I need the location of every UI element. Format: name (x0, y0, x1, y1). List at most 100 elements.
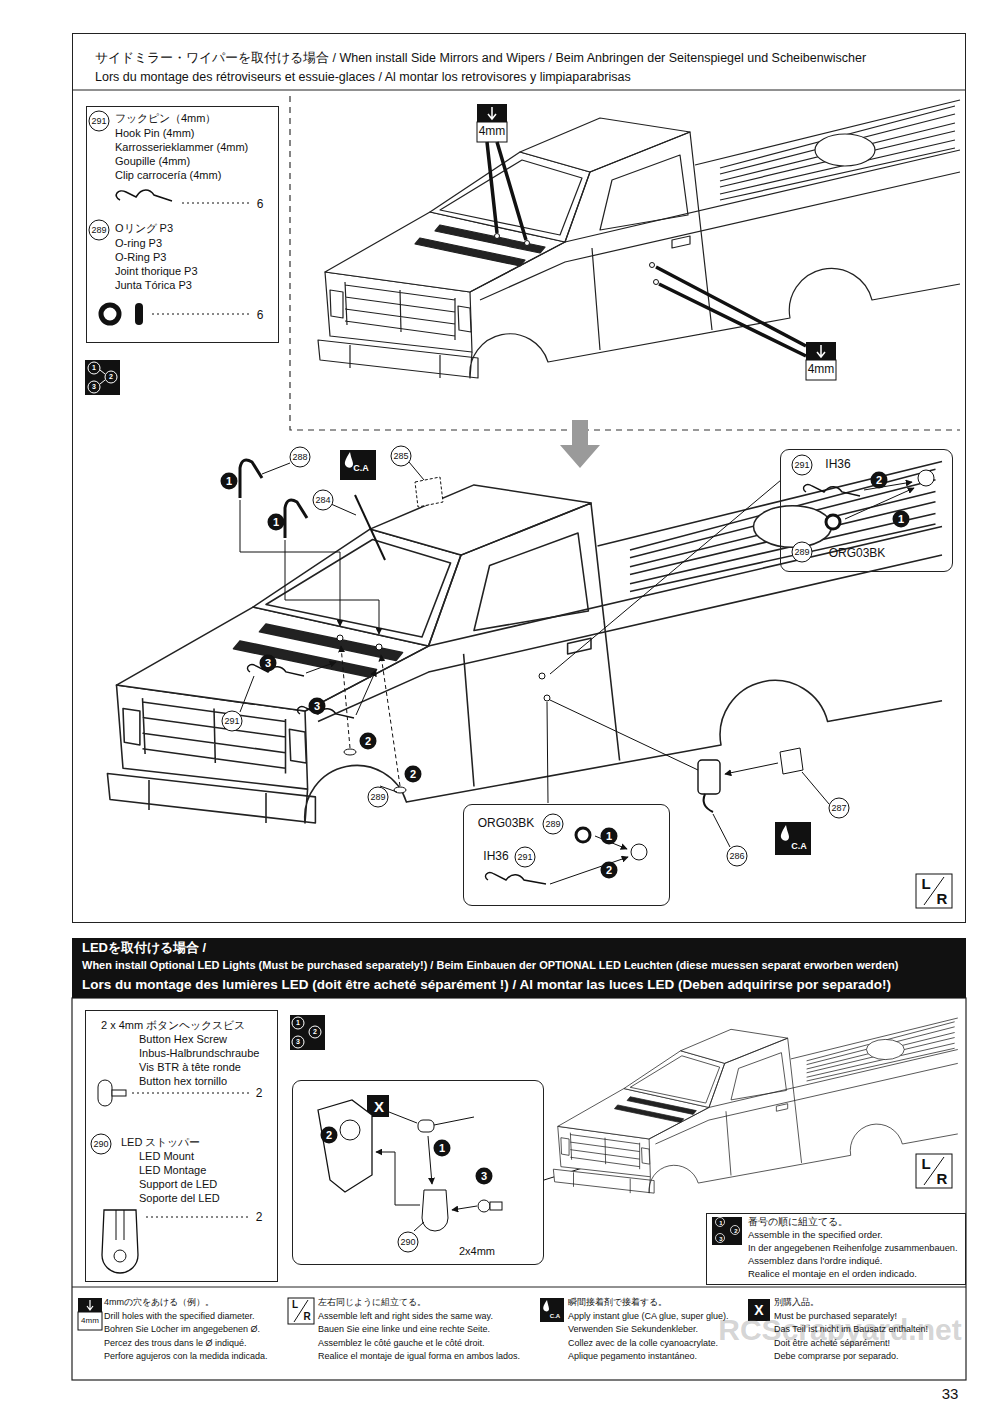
part-text: Oリング P3 (115, 222, 173, 235)
text-label: 4mm (808, 363, 835, 377)
icon-text: C.A (791, 841, 807, 851)
icon-text: C.A (353, 463, 369, 473)
callout-number: 289 (543, 814, 564, 835)
part-text: Goupille (4mm) (115, 155, 190, 168)
callout-number: 289 (368, 787, 389, 808)
icon-text: 2 (313, 1028, 317, 1036)
step-number: 1 (268, 514, 285, 531)
icon-text: 1 (719, 1220, 722, 1227)
icon-text: 1 (92, 364, 96, 372)
icon-text: C.A (550, 1313, 560, 1320)
text-label: 6 (257, 198, 264, 212)
step-number: 2 (360, 733, 377, 750)
icon-text: X (754, 1302, 763, 1318)
text-label: 33 (942, 1385, 959, 1402)
part-text: Button Hex Screw (139, 1033, 227, 1046)
part-text: LED Mount (139, 1150, 194, 1163)
part-text: Doit être acheté séparément! (774, 1338, 890, 1348)
parts-box: 2 x 4mm ボタンヘックスビスButton Hex ScrewInbus-H… (85, 1010, 278, 1282)
text-label: 2 (256, 1211, 263, 1225)
part-text: Drill holes with the specified diameter. (104, 1311, 255, 1321)
part-text: サイドミラー・ワイパーを取付ける場合 / When install Side M… (95, 51, 866, 65)
text-label: 6 (257, 309, 264, 323)
icon-text: 2 (734, 1228, 737, 1235)
part-text: Assemblez le côté gauche et le côté droi… (318, 1338, 485, 1348)
part-text: 左右同じように組立てる。 (318, 1297, 426, 1307)
band-heading: Lors du montage des lumières LED (doit ê… (82, 977, 891, 993)
part-text: Perfore agujeros con la medida indicada. (104, 1351, 268, 1361)
text-label: IH36 (825, 458, 850, 472)
part-text: Clip carrocería (4mm) (115, 169, 221, 182)
part-text: Button hex tornillo (139, 1075, 227, 1088)
step-number: 2 (871, 472, 888, 489)
text-label: IH36 (483, 850, 508, 864)
part-text: Hook Pin (4mm) (115, 127, 194, 140)
part-text: 4mmの穴をあける（例）。 (104, 1297, 214, 1307)
panel-frame: サイドミラー・ワイパーを取付ける場合 / When install Side M… (72, 33, 966, 923)
part-text: Realice el montaje de igual forma en amb… (318, 1351, 520, 1361)
part-text: 別購入品。 (774, 1297, 819, 1307)
lr-symbol-text: R (937, 1170, 948, 1187)
callout-number: 286 (727, 846, 748, 867)
callout-number: 291 (515, 847, 536, 868)
step-number: 2 (601, 862, 618, 879)
part-text: Junta Tórica P3 (115, 279, 192, 292)
callout-number: 284 (313, 490, 334, 511)
part-text: Karrosserieklammer (4mm) (115, 141, 248, 154)
step-number: 1 (221, 473, 238, 490)
callout-number: 285 (391, 446, 412, 467)
callout-number: 288 (290, 447, 311, 468)
callout-number: 287 (829, 798, 850, 819)
part-text: Joint thorique P3 (115, 265, 198, 278)
part-text: Percez des trous dans le Ø indiqué. (104, 1338, 247, 1348)
icon-text: 3 (719, 1236, 722, 1243)
part-text: O-Ring P3 (115, 251, 166, 264)
step-number: 2 (405, 766, 422, 783)
icon-text: 3 (296, 1038, 300, 1046)
part-text: Das Teil ist nicht im Bausatz enthalten! (774, 1324, 928, 1334)
part-text: Vis BTR à tête ronde (139, 1061, 241, 1074)
note-box: 1 2 3 番号の順に組立てる。 Assemble in the specified o… (706, 1213, 966, 1285)
callout-number: 289 (792, 542, 813, 563)
callout-number: 291 (89, 111, 110, 132)
part-text: Debe comprarse por separado. (774, 1351, 899, 1361)
lr-symbol-text: L (921, 875, 930, 892)
part-text: O-ring P3 (115, 237, 162, 250)
part-text: Assemble left and right sides the same w… (318, 1311, 493, 1321)
part-text: Assemblez dans l'ordre indiqué. (748, 1256, 882, 1267)
part-text: Lors du montage des rétroviseurs et essu… (95, 70, 631, 84)
icon-text: X (374, 1098, 384, 1115)
detail-inset: ORG03BK 289 1IH36 291 2 (463, 804, 670, 906)
part-text: 番号の順に組立てる。 (748, 1217, 848, 1228)
text-label: ORG03BK (829, 547, 886, 561)
callout-number: 290 (91, 1134, 112, 1155)
part-text: LED Montage (139, 1164, 206, 1177)
callout-number: 291 (792, 455, 813, 476)
icon-text: 3 (92, 383, 96, 391)
text-label: 2 (256, 1087, 263, 1101)
step-number: 3 (260, 655, 277, 672)
band-heading: When install Optional LED Lights (Must b… (82, 959, 898, 972)
part-text: LED ストッパー (121, 1136, 200, 1149)
lr-symbol-text: L (921, 1155, 930, 1172)
part-text: In der angegebenen Reihenfolge zusammenb… (748, 1243, 957, 1254)
part-text: Assemble in the specified order. (748, 1230, 883, 1241)
band-heading: LEDを取付ける場合 / (82, 941, 206, 956)
part-text: Apply instant glue (CA glue, super glue)… (568, 1311, 729, 1321)
part-text: Must be purchased separately! (774, 1311, 897, 1321)
text-label: ORG03BK (478, 817, 535, 831)
text-label: 4mm (81, 1316, 99, 1325)
step-number: 1 (434, 1140, 451, 1157)
part-text: Bauen Sie eine linke und eine rechte Sei… (318, 1324, 490, 1334)
step-number: 1 (601, 828, 618, 845)
callout-number: 289 (89, 220, 110, 241)
callout-number: 291 (222, 711, 243, 732)
step-number: 1 (893, 511, 910, 528)
lr-symbol-text: R (303, 1311, 310, 1323)
part-text: 2 x 4mm ボタンヘックスビス (101, 1019, 245, 1032)
part-text: Realice el montaje en el orden indicado. (748, 1269, 917, 1280)
callout-number: 290 (398, 1232, 419, 1253)
detail-inset: X2132902x4mm (292, 1080, 544, 1265)
part-text: フックピン（4mm） (115, 112, 216, 125)
